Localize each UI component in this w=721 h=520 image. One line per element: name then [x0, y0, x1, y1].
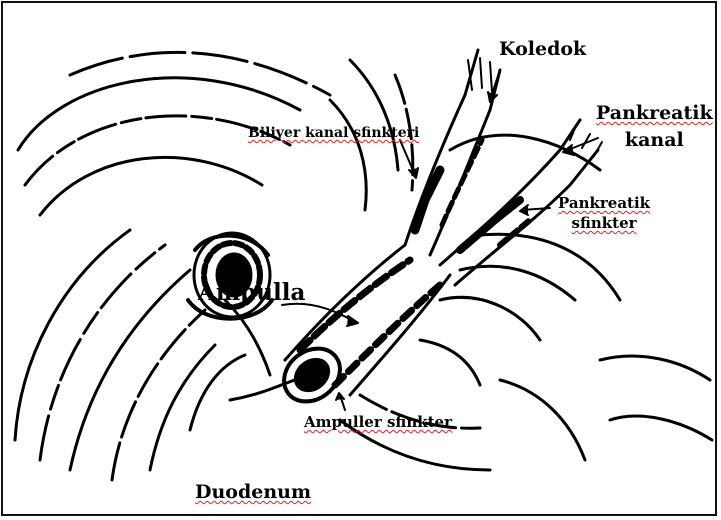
label-arrows	[282, 70, 598, 410]
label-biliyer-kanal-sfinkteri: Biliyer kanal sfinkteri	[248, 126, 419, 140]
label-pankreatik-kanal-line2: kanal	[596, 131, 713, 150]
label-pankreatik-kanal: Pankreatik kanal	[596, 104, 713, 150]
label-pankreatik-sfinkter-line1: Pankreatik	[558, 196, 650, 211]
label-koledok: Koledok	[499, 40, 586, 59]
label-pankreatik-kanal-line1: Pankreatik	[596, 104, 713, 123]
label-pankreatik-sfinkter-line2: sfinkter	[558, 216, 650, 231]
label-pankreatik-sfinkter: Pankreatik sfinkter	[558, 196, 650, 231]
label-ampulla: Ampulla	[198, 281, 305, 304]
ampullary-duct	[274, 245, 450, 412]
label-ampuller-word: Ampuller sfinkter	[304, 413, 452, 431]
label-duodenum: Duodenum	[195, 483, 311, 502]
label-ampuller-sfinkter: Ampuller sfinkter	[304, 415, 452, 430]
